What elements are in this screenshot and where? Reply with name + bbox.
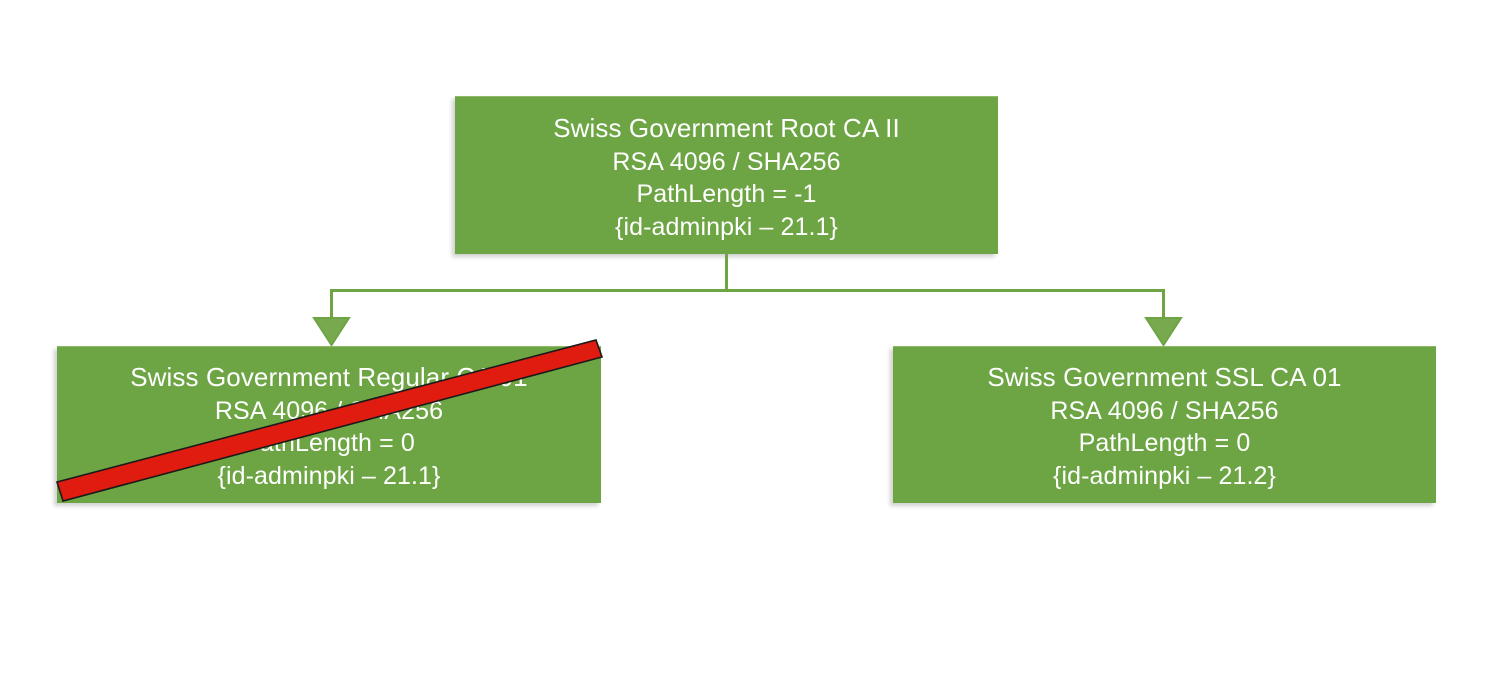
node-root-ca-title: Swiss Government Root CA II <box>553 112 900 143</box>
node-regular-ca-policy-oid: {id-adminpki – 21.1} <box>217 461 441 490</box>
node-regular-ca[interactable]: Swiss Government Regular CA 01 RSA 4096 … <box>55 339 604 503</box>
node-regular-ca-pathlength: PathLength = 0 <box>243 429 415 458</box>
node-ssl-ca[interactable]: Swiss Government SSL CA 01 RSA 4096 / SH… <box>893 346 1436 503</box>
node-ssl-ca-algorithm: RSA 4096 / SHA256 <box>1050 396 1279 425</box>
node-root-ca-policy-oid: {id-adminpki – 21.1} <box>615 212 838 241</box>
node-ssl-ca-policy-oid: {id-adminpki – 21.2} <box>1053 461 1276 490</box>
node-ssl-ca-pathlength: PathLength = 0 <box>1078 429 1251 458</box>
node-root-ca-pathlength: PathLength = -1 <box>636 180 817 209</box>
node-root-ca[interactable]: Swiss Government Root CA II RSA 4096 / S… <box>455 96 998 254</box>
node-root-ca-algorithm: RSA 4096 / SHA256 <box>612 147 841 176</box>
connector-root-to-regular <box>312 253 728 347</box>
arrowhead-regular <box>312 317 351 347</box>
node-ssl-ca-title: Swiss Government SSL CA 01 <box>987 361 1342 392</box>
arrowhead-ssl <box>1144 317 1183 347</box>
connector-root-to-ssl <box>726 289 1183 347</box>
node-regular-ca-algorithm: RSA 4096 / SHA256 <box>214 396 444 425</box>
node-regular-ca-title: Swiss Government Regular CA 01 <box>130 361 528 392</box>
